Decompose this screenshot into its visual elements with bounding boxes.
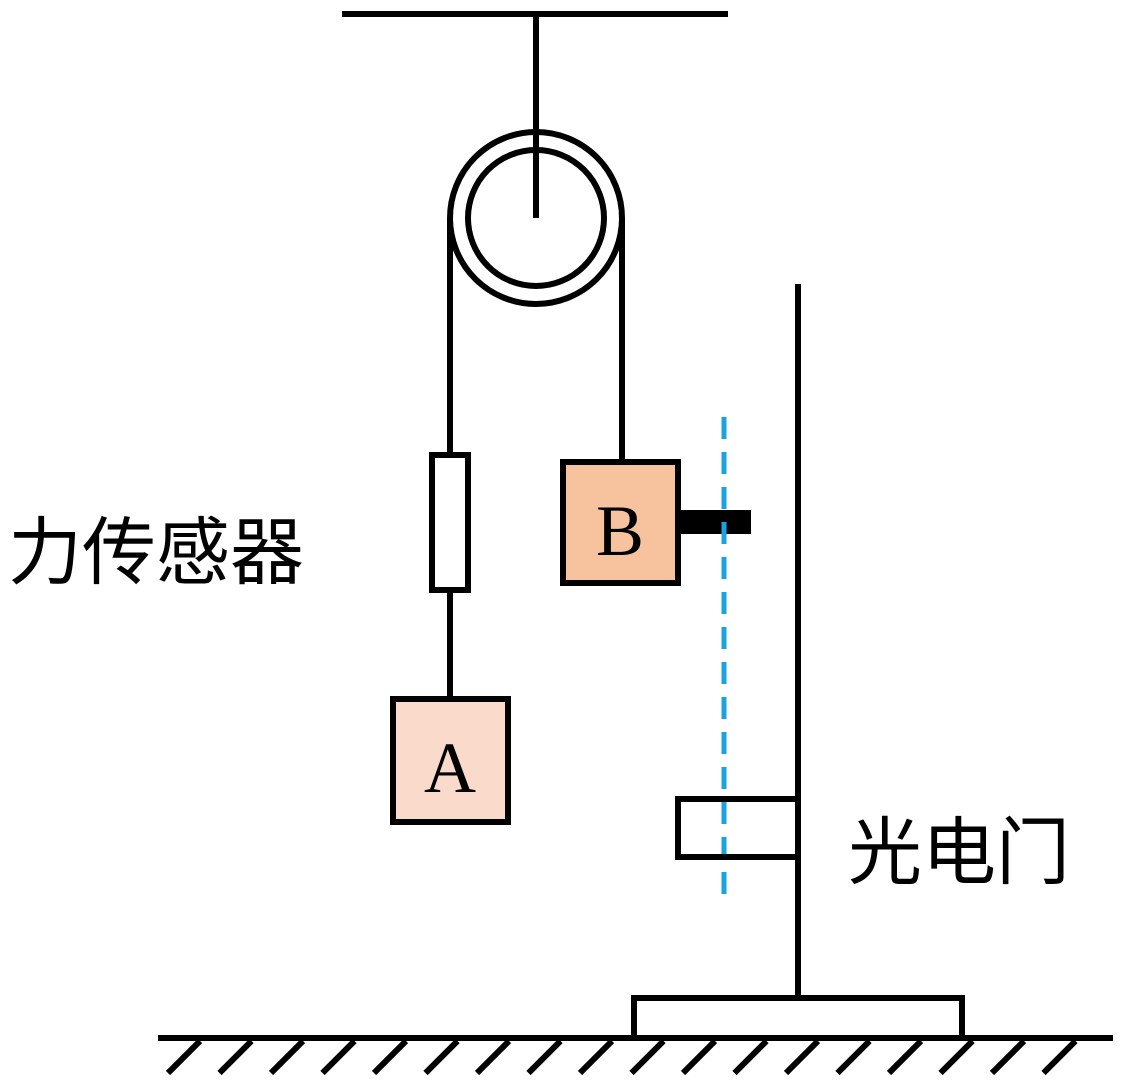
- ground-hatch-mark: [320, 1038, 357, 1076]
- block-b-label: B: [596, 491, 644, 571]
- ground-hatch-mark: [989, 1038, 1027, 1076]
- block-b-body: [560, 459, 681, 586]
- block-a-body: [390, 696, 511, 825]
- force-sensor: [429, 452, 471, 593]
- ground-hatch-mark: [680, 1038, 718, 1076]
- ground-hatch-mark: [783, 1038, 821, 1076]
- block-b: B: [560, 459, 751, 586]
- ground-hatching: [165, 1038, 1078, 1076]
- ground-hatch-mark: [165, 1038, 203, 1076]
- ground-hatch-mark: [732, 1038, 769, 1076]
- photogate-label: 光电门: [848, 810, 1070, 896]
- ground-hatch-mark: [629, 1038, 666, 1076]
- ground-hatch-mark: [371, 1038, 409, 1076]
- ground: [158, 1035, 1113, 1076]
- stand-base: [631, 995, 965, 1041]
- block-b-shade-tab: [678, 510, 751, 534]
- ground-hatch-mark: [423, 1038, 460, 1076]
- ground-hatch-mark: [577, 1038, 615, 1076]
- photogate: [675, 796, 801, 860]
- ground-hatch-mark: [474, 1038, 512, 1076]
- ground-hatch-mark: [526, 1038, 563, 1076]
- ground-hatch-mark: [886, 1038, 924, 1076]
- force-sensor-label: 力传感器: [8, 510, 304, 596]
- ground-hatch-mark: [1041, 1038, 1078, 1076]
- ground-hatch-mark: [835, 1038, 872, 1076]
- block-a: A: [390, 696, 511, 825]
- block-a-label: A: [424, 728, 476, 808]
- ground-hatch-mark: [268, 1038, 306, 1076]
- pulley-inner-wheel: [465, 147, 607, 289]
- ground-hatch-mark: [217, 1038, 254, 1076]
- ground-hatch-mark: [938, 1038, 975, 1076]
